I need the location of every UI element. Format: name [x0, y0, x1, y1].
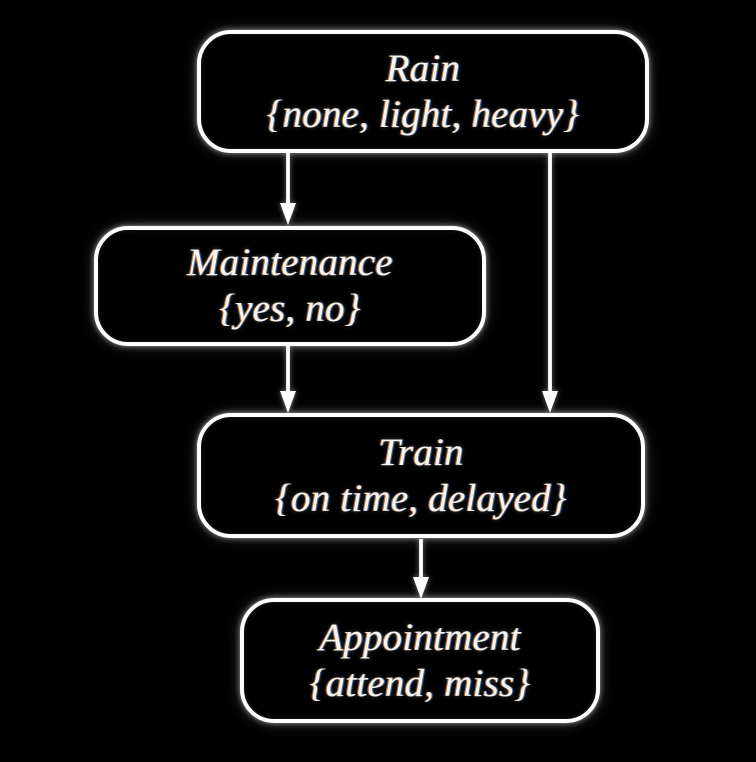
edge-maintenance-to-train: [280, 346, 296, 413]
edge-shaft: [548, 153, 552, 393]
node-appointment-label: Appointment: [319, 615, 521, 659]
edge-rain-to-train: [542, 153, 558, 413]
arrow-down-icon: [280, 203, 296, 225]
edge-shaft: [286, 346, 290, 393]
node-rain-label: Rain: [385, 46, 461, 90]
node-maintenance[interactable]: Maintenance {yes, no}: [94, 226, 486, 346]
arrow-down-icon: [413, 577, 429, 599]
node-maintenance-values: {yes, no}: [219, 287, 361, 330]
node-train-label: Train: [378, 430, 464, 474]
node-train-values: {on time, delayed}: [275, 476, 567, 520]
edge-train-to-appointment: [413, 539, 429, 599]
edge-rain-to-maintenance: [280, 153, 296, 225]
node-train[interactable]: Train {on time, delayed}: [197, 413, 645, 538]
arrow-down-icon: [542, 391, 558, 413]
node-appointment-values: {attend, miss}: [309, 661, 531, 705]
node-maintenance-label: Maintenance: [187, 241, 393, 285]
node-appointment[interactable]: Appointment {attend, miss}: [240, 598, 600, 723]
edge-shaft: [419, 539, 423, 579]
node-rain-values: {none, light, heavy}: [266, 92, 580, 136]
arrow-down-icon: [280, 391, 296, 413]
edge-shaft: [286, 153, 290, 205]
node-rain[interactable]: Rain {none, light, heavy}: [197, 30, 649, 153]
